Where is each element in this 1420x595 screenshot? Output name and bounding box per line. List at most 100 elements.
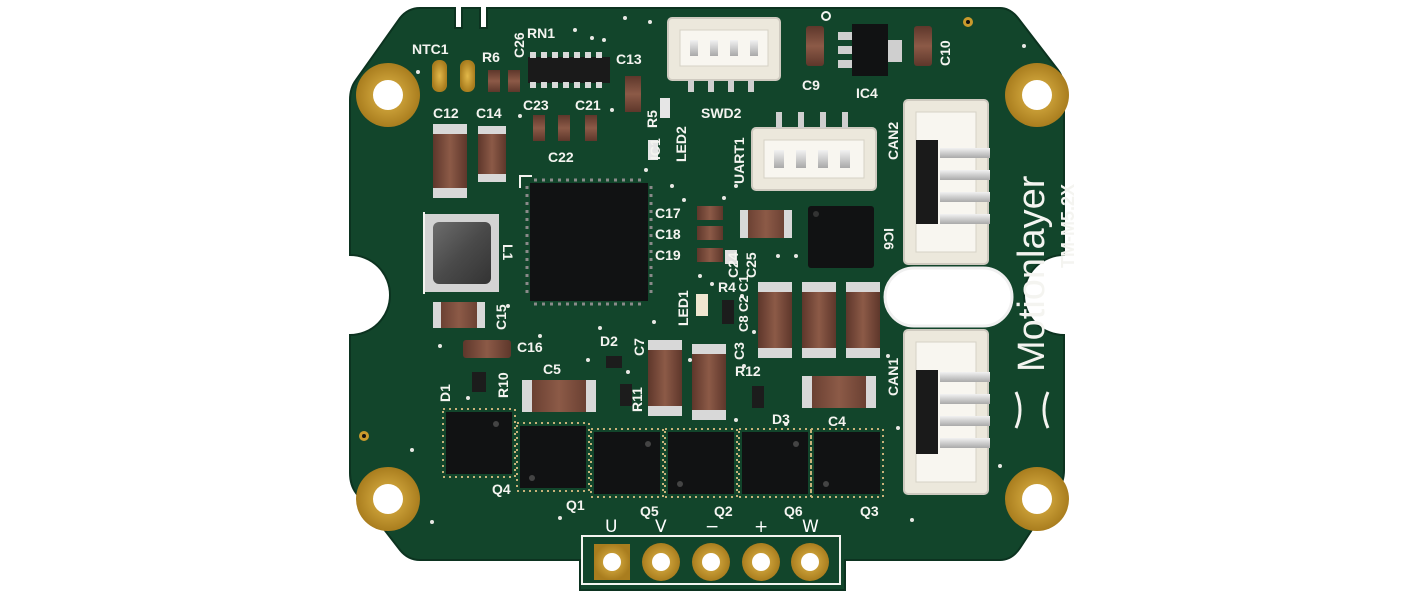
vias <box>359 16 1026 524</box>
misc-resistors <box>472 356 764 408</box>
label-c5: C5 <box>543 361 561 377</box>
mounting-hole-bottom-left <box>356 467 420 531</box>
label-c16: C16 <box>517 339 543 355</box>
label-c21: C21 <box>575 97 601 113</box>
uart1-connector <box>751 112 877 191</box>
label-c9: C9 <box>802 77 820 93</box>
silkscreen-labels: NTC1 R6 C26 RN1 C13 SWD2 C9 IC4 C10 C12 … <box>412 25 953 519</box>
c24-capacitor <box>740 210 792 238</box>
label-r4: R4 <box>718 279 736 295</box>
label-ic1: IC1 <box>647 138 663 160</box>
label-c12: C12 <box>433 105 459 121</box>
c4-capacitor <box>802 376 876 408</box>
q1-mosfet <box>520 426 586 488</box>
c7-c3-capacitors <box>648 340 726 420</box>
label-r5: R5 <box>644 110 660 128</box>
led1 <box>696 294 708 316</box>
c8-c2-c1-capacitors <box>758 282 880 358</box>
label-c19: C19 <box>655 247 681 263</box>
label-c7: C7 <box>631 338 647 356</box>
rn1-resistor-network <box>528 52 610 88</box>
label-uart1: UART1 <box>731 137 747 184</box>
can2-connector <box>903 99 990 265</box>
c5-capacitor <box>522 380 596 412</box>
label-c17: C17 <box>655 205 681 221</box>
label-d2: D2 <box>600 333 618 349</box>
label-l1: L1 <box>500 244 516 261</box>
label-q1: Q1 <box>566 497 585 513</box>
label-swd2: SWD2 <box>701 105 742 121</box>
board-model: TM-M5.2X <box>1058 184 1078 268</box>
mounting-hole-top-right <box>1005 63 1069 127</box>
label-r10: R10 <box>495 372 511 398</box>
small-passives-top <box>488 70 670 160</box>
ntc1-pads <box>432 60 475 92</box>
label-c26: C26 <box>511 32 527 58</box>
swd2-connector <box>667 17 781 92</box>
ic6-chip <box>808 206 874 268</box>
c17-c19-capacitors <box>697 206 737 264</box>
l1-inductor <box>423 212 499 294</box>
label-q5: Q5 <box>640 503 659 519</box>
brand-name: Motionlayer <box>1011 175 1053 372</box>
c16-capacitor <box>463 340 511 358</box>
label-d1: D1 <box>437 384 453 402</box>
label-ic4: IC4 <box>856 85 878 101</box>
pin-label-w: W <box>802 517 819 537</box>
pin-label-minus: − <box>705 517 719 537</box>
power-terminal-block <box>581 535 841 585</box>
label-c25: C25 <box>743 252 759 278</box>
q4-mosfet <box>446 412 512 474</box>
label-c22: C22 <box>548 149 574 165</box>
power-pin-labels: U V − + W <box>605 517 819 537</box>
label-q6: Q6 <box>784 503 803 519</box>
label-r12: R12 <box>735 363 761 379</box>
mounting-hole-top-left <box>356 63 420 127</box>
label-c24: C24 <box>725 252 741 278</box>
label-rn1: RN1 <box>527 25 555 41</box>
pin-label-plus: + <box>754 517 768 537</box>
label-c4: C4 <box>828 413 846 429</box>
label-ntc1: NTC1 <box>412 41 449 57</box>
q6-mosfet <box>742 432 808 494</box>
c10-capacitor <box>914 26 932 66</box>
label-c14: C14 <box>476 105 502 121</box>
c14-capacitor <box>478 126 506 182</box>
label-led2: LED2 <box>673 126 689 162</box>
label-ic6: IC6 <box>881 228 897 250</box>
ic4-chip <box>821 11 902 76</box>
label-can1: CAN1 <box>885 358 901 396</box>
mounting-hole-bottom-right <box>1005 467 1069 531</box>
c9-capacitor <box>806 26 824 66</box>
label-c3: C3 <box>731 342 747 360</box>
q5-mosfet <box>594 432 660 494</box>
label-c2: C2 <box>736 295 751 312</box>
label-c13: C13 <box>616 51 642 67</box>
label-c1: C1 <box>736 275 751 292</box>
label-q4: Q4 <box>492 481 511 497</box>
brand-logo-mark <box>1014 391 1050 429</box>
can1-connector <box>903 329 990 495</box>
pin-label-v: V <box>655 517 667 537</box>
r4-resistor <box>722 300 734 324</box>
label-q2: Q2 <box>714 503 733 519</box>
label-r11: R11 <box>629 387 645 412</box>
c12-capacitor <box>433 124 467 198</box>
label-can2: CAN2 <box>885 122 901 160</box>
label-c18: C18 <box>655 226 681 242</box>
label-c23: C23 <box>523 97 549 113</box>
label-led1: LED1 <box>675 290 691 326</box>
mosfet-row <box>442 408 884 498</box>
board-slot-cutout <box>883 266 1014 328</box>
label-c10: C10 <box>937 40 953 66</box>
label-d3: D3 <box>772 411 790 427</box>
c15-capacitor <box>433 302 485 328</box>
q2-mosfet <box>668 432 734 494</box>
q3-mosfet <box>814 432 880 494</box>
label-r6: R6 <box>482 49 500 65</box>
mcu-chip <box>519 175 653 306</box>
pin-label-u: U <box>605 517 617 537</box>
label-c15: C15 <box>493 304 509 330</box>
label-q3: Q3 <box>860 503 879 519</box>
